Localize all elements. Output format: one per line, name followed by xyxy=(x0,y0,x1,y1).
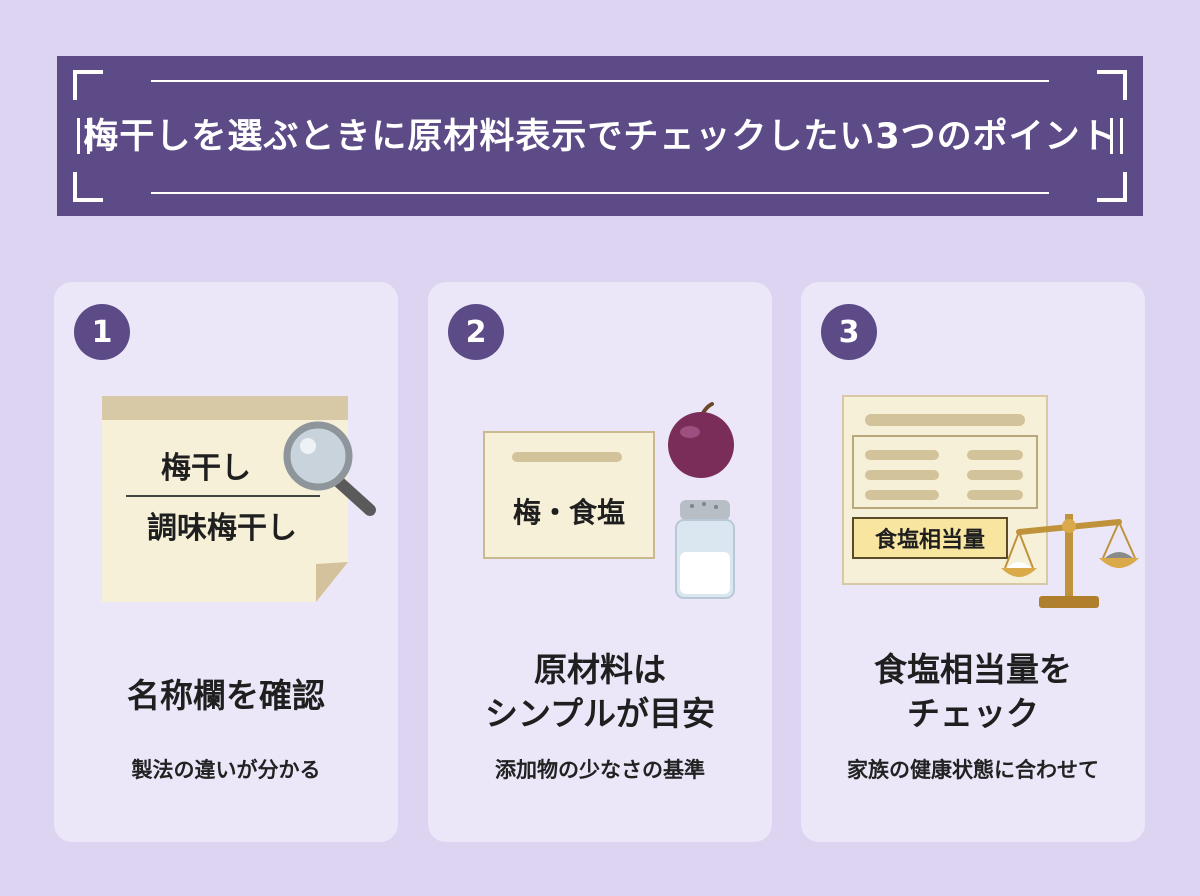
label-placeholder-bar xyxy=(512,452,622,462)
banner-bar-right xyxy=(1110,118,1113,154)
banner-corner-top-left xyxy=(73,70,103,100)
card-heading-line2: チェック xyxy=(907,694,1039,733)
ingredient-text: 梅・食塩 xyxy=(513,496,625,529)
card-heading-line2: シンプルが目安 xyxy=(484,694,715,733)
plum-icon xyxy=(668,402,734,478)
banner-corner-top-right xyxy=(1097,70,1127,100)
step-number-badge: 2 xyxy=(448,304,504,360)
salt-shaker-icon xyxy=(675,500,735,599)
paper-label-top-strip xyxy=(102,396,348,420)
label-placeholder-bar xyxy=(865,414,1025,426)
label-illustration: 梅干し 調味梅干し xyxy=(102,396,376,602)
label-name-line2: 調味梅干し xyxy=(147,511,297,546)
card-heading-line1: 食塩相当量を xyxy=(874,650,1072,689)
banner-top-rule xyxy=(151,80,1049,82)
label-name-line1: 梅干し xyxy=(161,451,251,486)
banner-corner-bottom-right xyxy=(1097,172,1127,202)
card-subtext: 添加物の少なさの基準 xyxy=(495,758,705,782)
ingredient-label xyxy=(483,431,655,559)
nutrition-illustration: 食塩相当量 xyxy=(842,395,1139,608)
card-subtext: 製法の違いが分かる xyxy=(131,758,321,782)
card-heading-line1: 原材料は xyxy=(534,650,666,689)
page-title: 梅干しを選ぶときに原材料表示でチェックしたい3つのポイント xyxy=(83,117,1117,157)
salt-equivalent-label: 食塩相当量 xyxy=(875,527,985,553)
banner-bar-left xyxy=(77,118,80,154)
point-card-3: 3 食塩相当量 食塩相当量をチェック 家族の健康状態に合わせて xyxy=(801,282,1145,842)
step-number-badge: 3 xyxy=(821,304,877,360)
nutrition-table xyxy=(852,435,1038,509)
point-card-1: 1 梅干し 調味梅干し 名称欄を確認 製法の違いが分かる xyxy=(54,282,398,842)
banner-bar-right xyxy=(1120,118,1123,154)
paper-fold xyxy=(316,562,348,602)
title-banner: 梅干しを選ぶときに原材料表示でチェックしたい3つのポイント xyxy=(57,56,1143,216)
magnifying-glass-icon xyxy=(283,421,376,516)
point-card-2: 2 梅・食塩 原材料はシンプルが目安 添加物の少なさの基準 xyxy=(428,282,772,842)
balance-scale-icon xyxy=(1001,514,1139,608)
card-heading: 食塩相当量をチェック xyxy=(801,648,1145,736)
banner-bar-left xyxy=(87,118,90,154)
banner-bottom-rule xyxy=(151,192,1049,194)
step-number-badge: 1 xyxy=(74,304,130,360)
card-heading: 名称欄を確認 xyxy=(127,676,325,715)
card-subtext: 家族の健康状態に合わせて xyxy=(847,758,1099,782)
ingredients-illustration: 梅・食塩 xyxy=(483,402,735,599)
banner-corner-bottom-left xyxy=(73,172,103,202)
salt-equivalent-highlight xyxy=(852,517,1008,559)
card-heading: 原材料はシンプルが目安 xyxy=(428,648,772,736)
